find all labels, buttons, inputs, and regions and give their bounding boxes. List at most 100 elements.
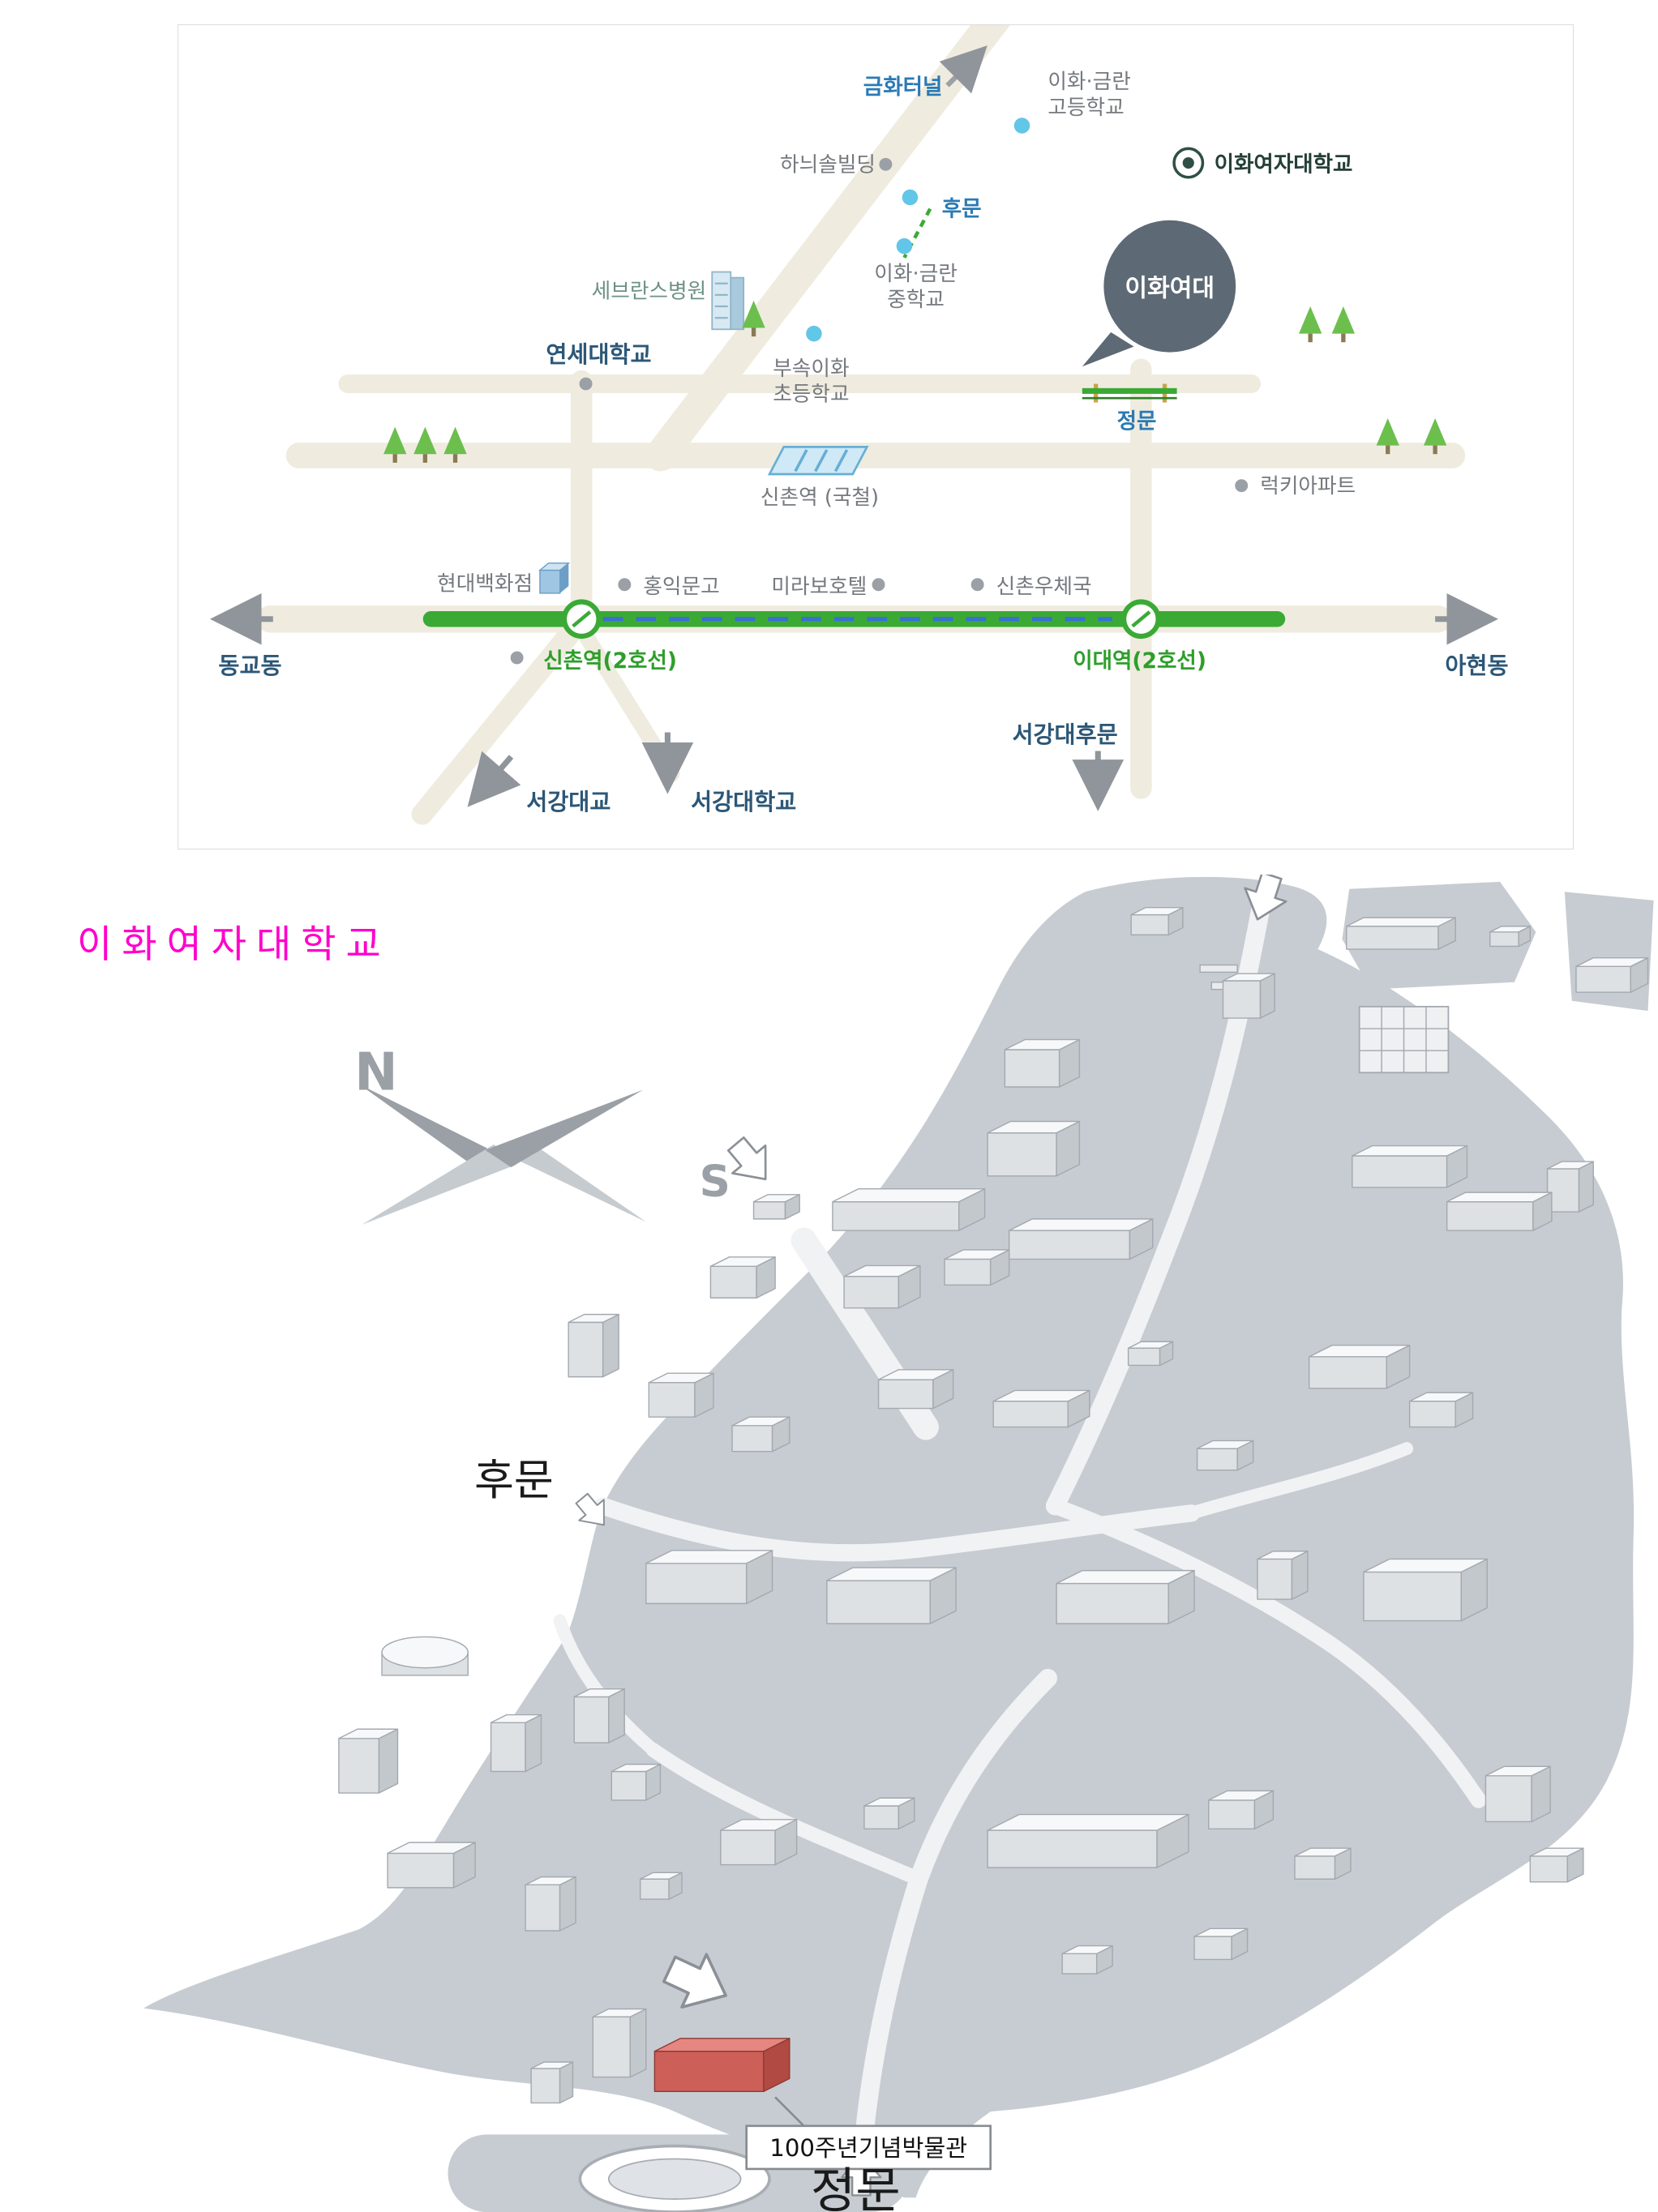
campus-building <box>645 1550 773 1605</box>
ewha-univ-bubble: 이화여대 <box>1082 220 1236 367</box>
landmark-dots <box>510 157 1249 665</box>
campus-building <box>752 1194 800 1220</box>
tunnel-arrow-icon <box>939 45 988 94</box>
campus-building <box>832 1188 986 1231</box>
museum-label: 100주년기념박물관 <box>769 2134 967 2162</box>
campus-building <box>1196 1440 1254 1471</box>
campus-building <box>573 1688 625 1744</box>
donggyo-label: 동교동 <box>218 652 281 679</box>
sinchon-line2-label: 신촌역(2호선) <box>543 648 677 674</box>
campus-building <box>1199 964 1238 973</box>
campus-building <box>987 1120 1081 1177</box>
campus-building <box>1363 1558 1488 1622</box>
main-gate-label: 정문 <box>1117 409 1157 434</box>
campus-building <box>863 1797 915 1830</box>
elementary-label-1: 부속이화 <box>773 357 849 381</box>
school-dots <box>806 118 1030 342</box>
campus-building <box>1484 1765 1551 1823</box>
elementary-label-2: 초등학교 <box>773 383 849 407</box>
middle-school-label-2: 중학교 <box>887 288 945 312</box>
museum-arrow-icon <box>662 1953 727 2009</box>
severance-label: 세브란스병원 <box>592 279 707 303</box>
campus-map-title: 이화여자대학교 <box>77 922 391 967</box>
yonsei-label: 연세대학교 <box>546 341 651 368</box>
campus-main-gate-label: 정문 <box>811 2163 901 2212</box>
campus-building <box>1546 1161 1594 1213</box>
campus-building <box>1061 1945 1113 1975</box>
hanuisol-label: 하늬솔빌딩 <box>780 153 876 178</box>
campus-building <box>568 1313 619 1378</box>
campus-building <box>1004 1038 1081 1088</box>
campus-building <box>490 1714 542 1773</box>
campus-map: N S 후문 100주년기념박물관 정문 <box>144 875 1654 2212</box>
sogang-bridge-label: 서강대교 <box>526 789 611 815</box>
campus-building <box>1358 1005 1450 1074</box>
campus-building <box>1008 1218 1154 1260</box>
roads <box>256 25 1466 825</box>
sogang-univ-label: 서강대학교 <box>691 789 796 815</box>
university-name-label: 이화여자대학교 <box>1215 152 1353 178</box>
campus-building <box>1529 1847 1584 1883</box>
middle-school-label-1: 이화·금란 <box>874 262 958 286</box>
campus-building <box>1352 1145 1468 1188</box>
mirabo-label: 미라보호텔 <box>771 575 867 599</box>
campus-building <box>1193 1927 1249 1961</box>
ahyeon-label: 아현동 <box>1445 652 1508 679</box>
campus-building <box>1446 1192 1553 1231</box>
campus-building <box>1308 1344 1411 1389</box>
severance-hospital-icon <box>711 271 765 337</box>
campus-building <box>877 1369 954 1410</box>
hyundai-label: 현대백화점 <box>437 571 533 596</box>
lucky-apartments-label: 럭키아파트 <box>1260 474 1356 498</box>
campus-building <box>1222 973 1275 1019</box>
museum-label-box <box>745 2124 992 2171</box>
campus-building <box>387 1842 476 1889</box>
museum-label-pointer <box>774 2096 805 2127</box>
campus-building <box>648 1372 714 1418</box>
back-gate-path-dashes <box>902 208 932 259</box>
compass-arrow-icon <box>726 1136 767 1181</box>
hyundai-dept-store-icon <box>538 563 571 594</box>
campus-building <box>720 1819 798 1866</box>
ewha-univ-logo <box>1172 147 1205 179</box>
campus-building <box>592 2008 647 2078</box>
campus-building <box>1208 1790 1275 1830</box>
sinchon-rail-station-icon <box>767 446 869 476</box>
high-school-label-2: 고등학교 <box>1047 96 1124 120</box>
ewha-bubble-label: 이화여대 <box>1125 275 1215 303</box>
campus-building <box>843 1264 921 1309</box>
geumhwa-tunnel-label: 금화터널 <box>863 75 943 100</box>
campus-building <box>1127 1341 1174 1367</box>
area-map: 이화여대 이화여자대학교 금화터널 이화·금란 고등학교 하늬솔빌딩 후문 세브… <box>209 25 1508 825</box>
campus-building <box>611 1763 662 1801</box>
campus-building <box>1257 1551 1309 1600</box>
campus-building <box>338 1728 399 1794</box>
ewha-line2-label: 이대역(2호선) <box>1073 648 1206 674</box>
campus-building <box>731 1416 790 1453</box>
sogang-backgate-label: 서강대후문 <box>1012 721 1117 748</box>
campus-building <box>826 1567 957 1624</box>
compass-icon: N S <box>354 1043 730 1225</box>
campus-building <box>1294 1847 1352 1880</box>
campus-building <box>987 1813 1189 1868</box>
campus-building <box>1056 1569 1195 1624</box>
back-gate-label: 후문 <box>942 196 982 221</box>
post-office-label: 신촌우체국 <box>996 575 1092 599</box>
area-map-panel: 이화여대 이화여자대학교 금화터널 이화·금란 고등학교 하늬솔빌딩 후문 세브… <box>178 24 1574 849</box>
campus-building <box>1489 926 1532 948</box>
campus-ground-patch-2 <box>1564 892 1654 1012</box>
north-gate-arrow-icon <box>1244 875 1287 921</box>
sinchon-station-symbol <box>561 599 602 640</box>
high-school-label-1: 이화·금란 <box>1047 70 1131 94</box>
campus-building <box>1575 956 1649 993</box>
campus-building <box>709 1256 776 1299</box>
hongik-label: 홍익문고 <box>643 575 719 599</box>
campus-ground <box>144 876 1634 2198</box>
sogang-bridge-arrow-icon <box>467 751 521 807</box>
campus-building <box>1130 907 1184 936</box>
main-gate-bridge-icon <box>1082 383 1177 403</box>
ewha-station-symbol <box>1121 599 1161 640</box>
campus-building <box>525 1876 576 1932</box>
campus-building <box>1408 1392 1474 1428</box>
